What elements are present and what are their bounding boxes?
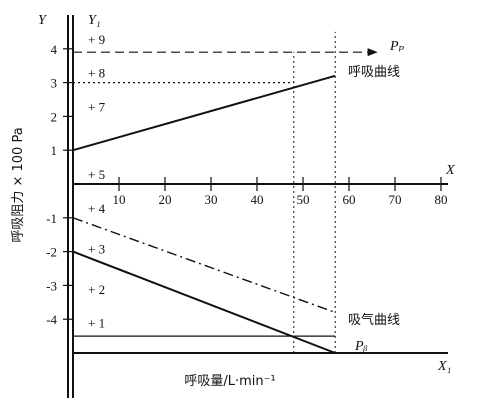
y-tick-label: 4: [51, 42, 58, 57]
level-label: + 5: [88, 167, 105, 182]
x-tick-label: 70: [389, 192, 402, 207]
x-tick-label: 80: [435, 192, 448, 207]
y-tick-label: 2: [51, 109, 58, 124]
series-lines: [72, 74, 336, 354]
x-axis-title: 呼吸量/L·min⁻¹: [184, 374, 275, 389]
series-line: [72, 250, 336, 354]
level-label: + 2: [88, 282, 105, 297]
y-tick-label: -4: [46, 312, 57, 327]
level-label: + 7: [88, 99, 106, 114]
reference-lines: [73, 31, 378, 354]
x-tick-label: 20: [159, 192, 172, 207]
x-tick-label: 60: [343, 192, 356, 207]
y1-axis-label: Y₁: [88, 13, 101, 28]
level-label: + 4: [88, 201, 106, 216]
x-tick-label: 40: [251, 192, 264, 207]
level-label: + 1: [88, 316, 105, 331]
x-tick-label: 30: [205, 192, 218, 207]
y-axis-label: Y: [38, 13, 48, 28]
level-label: + 8: [88, 66, 105, 81]
level-label: + 9: [88, 32, 105, 47]
series-line: [72, 74, 336, 152]
y-tick-label: 3: [51, 76, 58, 91]
x-tick-label: 50: [297, 192, 310, 207]
series-label-exhale: 呼吸曲线: [348, 65, 400, 80]
ref-label-pb: Pᵦ: [354, 339, 368, 354]
x1-axis-label: X₁: [437, 359, 451, 374]
level-labels: + 9 + 8 + 7 + 5 + 4 + 3 + 2 + 1: [88, 32, 106, 331]
series-label-inhale: 吸气曲线: [348, 312, 400, 328]
x-axis-label: X: [445, 163, 455, 178]
ref-label-pp: Pₚ: [389, 39, 405, 54]
y-tick-label: 1: [51, 143, 58, 158]
y-ticks: 4 3 2 1 -1 -2 -3 -4: [46, 42, 73, 327]
y-tick-label: -3: [46, 278, 57, 293]
x-tick-label: 10: [113, 192, 126, 207]
y-axis-title: 呼吸阻力 × 100 Pa: [11, 127, 26, 242]
level-label: + 3: [88, 241, 105, 256]
y-tick-label: -1: [46, 211, 57, 226]
y-tick-label: -2: [46, 245, 57, 260]
series-line: [72, 217, 336, 314]
x-ticks: 10 20 30 40 50 60 70 80: [113, 177, 448, 207]
